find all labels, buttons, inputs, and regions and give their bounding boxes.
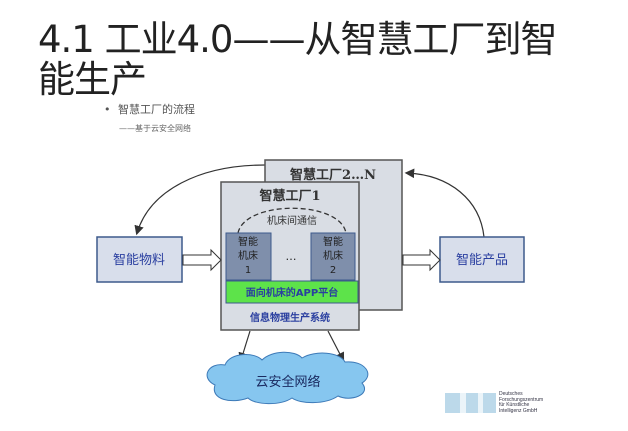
title-line-1: 4.1 工业4.0——从智慧工厂到智 bbox=[38, 18, 557, 61]
factory-front-label: 智慧工厂1 bbox=[259, 188, 320, 204]
bullet-dot-icon: • bbox=[104, 103, 111, 116]
app-platform-label: 面向机床的APP平台 bbox=[246, 286, 338, 299]
input-flow-arrow-icon bbox=[182, 248, 222, 272]
dfki-logo bbox=[445, 393, 496, 413]
slide-title: 4.1 工业4.0——从智慧工厂到智 能生产 bbox=[38, 20, 628, 100]
comm-label: 机床间通信 bbox=[267, 214, 317, 227]
subtitle: ——基于云安全网络 bbox=[119, 124, 191, 133]
feedback-arrow-right bbox=[404, 168, 485, 238]
machine-1-l1: 智能 bbox=[238, 235, 258, 248]
cps-label: 信息物理生产系统 bbox=[250, 311, 330, 324]
machine-1-l2: 机床 bbox=[238, 249, 258, 262]
machine-1-l3: 1 bbox=[245, 265, 251, 276]
cloud-shape-icon bbox=[206, 351, 369, 405]
machine-ellipsis: … bbox=[286, 250, 297, 263]
app-platform-bar bbox=[225, 280, 359, 304]
machine-2-l2: 机床 bbox=[323, 249, 343, 262]
output-flow-arrow-icon bbox=[402, 248, 441, 272]
dfki-logo-text: Deutsches Forschungszentrum für Künstlic… bbox=[499, 391, 544, 414]
factory-back-label: 智慧工厂2…N bbox=[290, 167, 376, 183]
logo-line: Forschungszentrum bbox=[499, 396, 544, 403]
machine-2-l1: 智能 bbox=[323, 235, 343, 248]
title-line-2: 能生产 bbox=[38, 58, 147, 101]
input-box bbox=[96, 236, 183, 283]
feedback-arrow-left bbox=[134, 164, 266, 236]
cloud-label: 云安全网络 bbox=[255, 374, 320, 390]
cloud-link-right bbox=[327, 330, 345, 363]
bullet-item: • 智慧工厂的流程 bbox=[104, 103, 195, 116]
machine-2-l3: 2 bbox=[330, 265, 336, 276]
machine-2-box bbox=[310, 232, 356, 281]
bullet-text: 智慧工厂的流程 bbox=[118, 103, 195, 116]
logo-line: Intelligenz GmbH bbox=[499, 407, 538, 414]
output-label: 智能产品 bbox=[456, 253, 508, 268]
machine-1-box bbox=[225, 232, 272, 281]
input-label: 智能物料 bbox=[113, 253, 165, 268]
comm-dashed-arc bbox=[237, 207, 347, 234]
logo-line: für Künstliche bbox=[499, 402, 530, 409]
logo-line: Deutsches bbox=[499, 391, 523, 397]
